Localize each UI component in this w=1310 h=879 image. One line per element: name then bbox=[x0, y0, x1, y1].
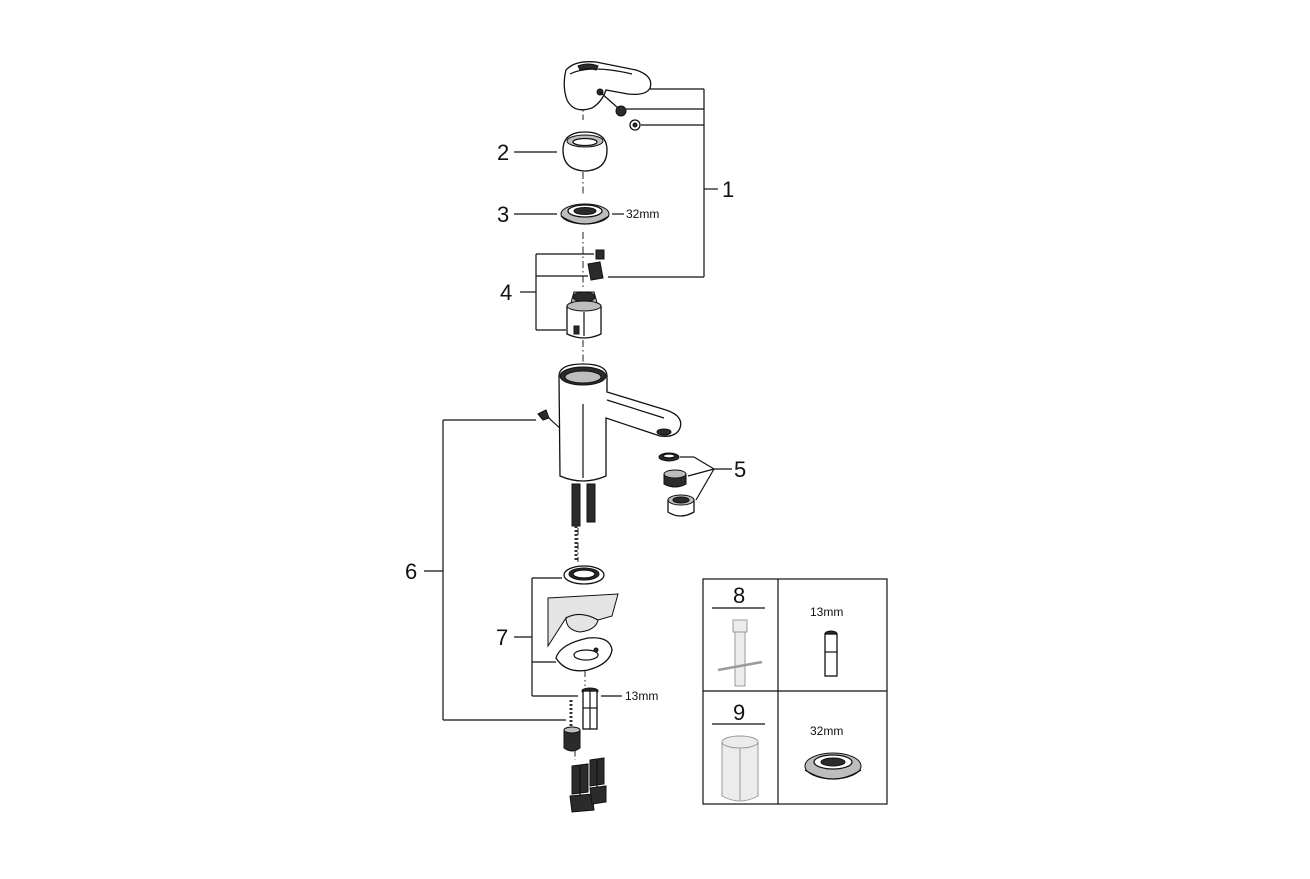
nut-32-label: 32mm bbox=[626, 207, 659, 221]
pop-up-rod-part bbox=[563, 700, 581, 752]
hose-fittings bbox=[569, 757, 607, 813]
callout-4: 4 bbox=[500, 280, 512, 305]
cartridge-part bbox=[566, 249, 605, 339]
callout-7: 7 bbox=[496, 625, 508, 650]
callout-1-bracket bbox=[608, 88, 718, 278]
callout-4-bracket bbox=[520, 253, 594, 331]
handle-cap bbox=[629, 119, 641, 131]
callout-6-bracket bbox=[424, 419, 566, 721]
mounting-nut-part bbox=[581, 687, 599, 730]
callout-7-bracket bbox=[514, 577, 578, 697]
tool-13-label: 13mm bbox=[810, 605, 843, 619]
callout-6: 6 bbox=[405, 559, 417, 584]
cover-cap-part bbox=[562, 131, 608, 172]
wrench-tool-32 bbox=[804, 752, 862, 780]
mounting-ring-part bbox=[563, 565, 605, 585]
callout-9: 9 bbox=[733, 700, 745, 725]
handle-screw bbox=[615, 105, 627, 117]
clamp-washer-part bbox=[555, 637, 613, 672]
callout-8: 8 bbox=[733, 583, 745, 608]
callout-5-bracket bbox=[680, 456, 732, 501]
spanner-tool-8 bbox=[717, 619, 763, 687]
lever-handle-part bbox=[563, 61, 652, 111]
supply-hoses bbox=[571, 483, 596, 560]
faucet-body bbox=[537, 363, 682, 482]
gasket-plate-part bbox=[547, 593, 619, 648]
socket-tool-13 bbox=[824, 630, 838, 677]
cartridge-tool-9 bbox=[721, 735, 759, 802]
callout-3: 3 bbox=[497, 202, 509, 227]
nut-13-label: 13mm bbox=[625, 689, 658, 703]
bonnet-nut-part bbox=[560, 203, 610, 225]
tool-32-label: 32mm bbox=[810, 724, 843, 738]
aerator-part bbox=[658, 452, 695, 517]
callout-1: 1 bbox=[722, 177, 734, 202]
callout-5: 5 bbox=[734, 457, 746, 482]
callout-2: 2 bbox=[497, 140, 509, 165]
